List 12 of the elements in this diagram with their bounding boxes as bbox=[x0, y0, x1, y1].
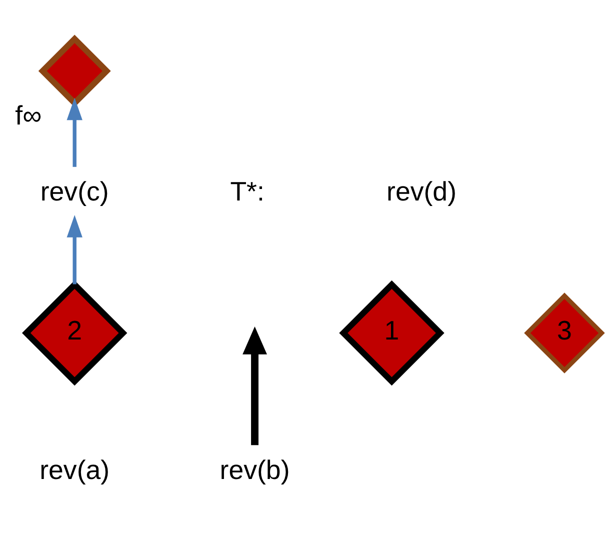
label: T*: bbox=[230, 176, 264, 206]
node-diamond: 2 bbox=[22, 280, 128, 386]
node-text: rev(b) bbox=[220, 454, 290, 485]
arrow bbox=[66, 98, 82, 167]
node-diamond: 1 bbox=[339, 280, 444, 386]
node-label: f∞ bbox=[15, 100, 42, 130]
arrow bbox=[242, 326, 267, 446]
node-text: rev(c) bbox=[40, 176, 109, 206]
label: rev(a) bbox=[40, 454, 110, 485]
label: rev(d) bbox=[386, 176, 457, 206]
node-diamond: 3 bbox=[524, 292, 605, 374]
arrow bbox=[66, 215, 82, 284]
